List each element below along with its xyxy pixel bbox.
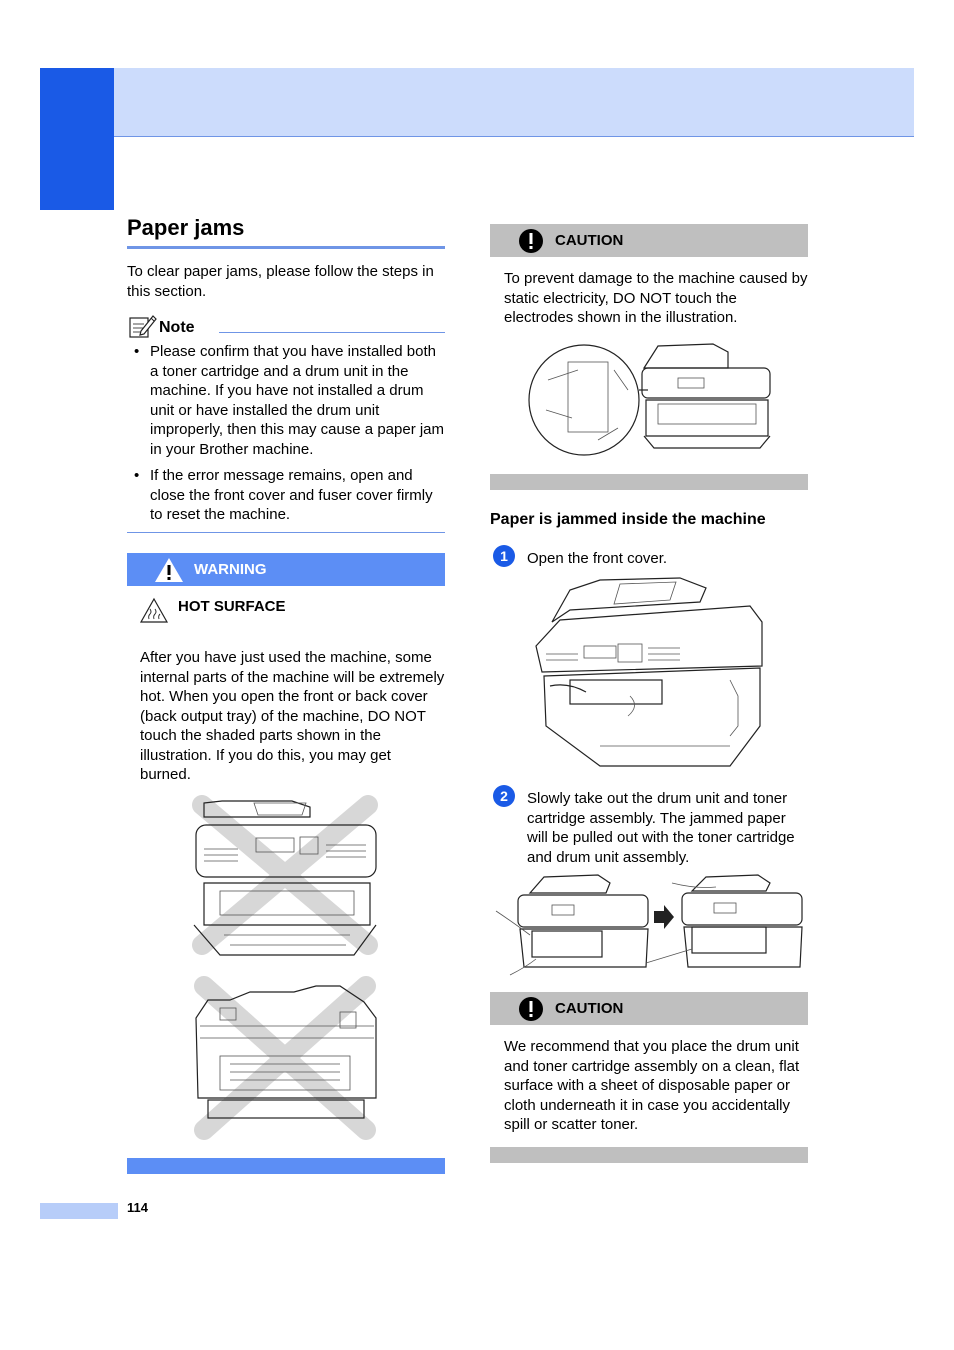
step-number-2: 2 xyxy=(493,785,515,807)
note-rule xyxy=(219,332,445,333)
chapter-tab xyxy=(40,68,114,210)
list-item: If the error message remains, open and c… xyxy=(131,466,445,525)
remove-drum-illustration xyxy=(495,874,803,976)
page-number: 114 xyxy=(127,1200,148,1215)
warning-end-bar xyxy=(127,1158,445,1174)
caution-text-1: To prevent damage to the machine caused … xyxy=(504,270,808,326)
page-number-tab xyxy=(40,1203,118,1219)
caution-label: CAUTION xyxy=(555,1000,624,1017)
title-underline xyxy=(127,246,445,249)
caution-end-bar-1 xyxy=(490,474,808,490)
open-front-cover-illustration xyxy=(535,577,763,767)
caution-label: CAUTION xyxy=(555,232,624,249)
intro-text: To clear paper jams, please follow the s… xyxy=(127,263,434,300)
list-item: Please confirm that you have installed b… xyxy=(131,342,445,459)
subsection-title: Paper is jammed inside the machine xyxy=(490,511,766,528)
note-end-rule xyxy=(127,532,445,533)
caution-bar-1: CAUTION xyxy=(490,224,808,257)
warning-bar: WARNING xyxy=(127,553,445,586)
note-header: Note xyxy=(127,312,445,344)
warning-label: WARNING xyxy=(194,561,267,578)
machine-front-open-illustration xyxy=(192,795,378,956)
caution-bar-2: CAUTION xyxy=(490,992,808,1025)
note-bullets: Please confirm that you have installed b… xyxy=(131,342,445,532)
hot-surface-label: HOT SURFACE xyxy=(178,598,286,615)
header-band xyxy=(114,68,914,137)
arrow-right-icon xyxy=(654,905,674,929)
electrodes-illustration xyxy=(528,343,771,456)
step-text-1: Open the front cover. xyxy=(527,550,668,567)
caution-text-2: We recommend that you place the drum uni… xyxy=(504,1038,800,1133)
machine-back-open-illustration xyxy=(194,976,377,1140)
step-number-1: 1 xyxy=(493,545,515,567)
warning-text: After you have just used the machine, so… xyxy=(140,649,445,783)
section-title: Paper jams xyxy=(127,215,245,240)
note-label: Note xyxy=(159,319,195,336)
caution-end-bar-2 xyxy=(490,1147,808,1163)
step-text-2: Slowly take out the drum unit and toner … xyxy=(527,790,795,866)
